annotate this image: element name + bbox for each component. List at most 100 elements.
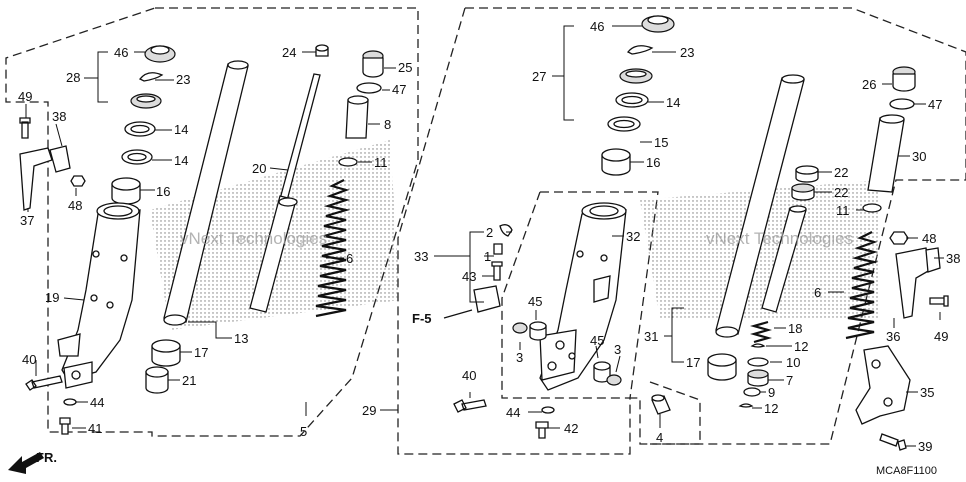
svg-text:37: 37 (20, 213, 34, 228)
spring-6-right (845, 231, 879, 340)
svg-text:25: 25 (398, 60, 412, 75)
watermark-right: vNext Technologies (706, 229, 853, 248)
o-ring-47-left (356, 82, 382, 94)
svg-text:35: 35 (920, 385, 934, 400)
svg-text:7: 7 (786, 373, 793, 388)
spring-6-left (315, 179, 351, 318)
nut-48-left (70, 175, 86, 187)
cap-bolt-25-left (362, 50, 384, 78)
svg-text:16: 16 (646, 155, 660, 170)
svg-text:38: 38 (52, 109, 66, 124)
inner-damper-boundary (501, 191, 659, 399)
bolt-49-left (19, 117, 31, 139)
svg-text:36: 36 (886, 329, 900, 344)
collar-22a-right (795, 165, 819, 183)
svg-text:40: 40 (22, 352, 36, 367)
bleeder-1-center (493, 243, 503, 255)
svg-text:26: 26 (862, 77, 876, 92)
nut-48-right (889, 231, 909, 245)
front-direction-arrow (8, 452, 44, 474)
svg-text:6: 6 (346, 251, 353, 266)
spacer-30-right (867, 114, 905, 193)
svg-text:46: 46 (114, 45, 128, 60)
svg-text:F-5: F-5 (412, 311, 432, 326)
seal-3b (606, 374, 622, 386)
part-7-right (747, 369, 769, 387)
seal-28-left (130, 93, 162, 109)
bolt-39-right (879, 433, 907, 451)
cap-2-center (499, 224, 513, 237)
svg-text:46: 46 (590, 19, 604, 34)
washer-9-right (743, 387, 761, 397)
svg-text:49: 49 (934, 329, 948, 344)
callouts-left: 46 23 28 14 14 16 49 38 37 48 19 40 44 4… (18, 45, 412, 465)
washer-11-right (862, 203, 882, 213)
collar-4-bottom (651, 394, 671, 415)
watermark-left: vNext Technologies (180, 229, 327, 248)
pointer-f5 (443, 309, 473, 319)
svg-text:16: 16 (156, 184, 170, 199)
svg-text:30: 30 (912, 149, 926, 164)
bracket-35-right (855, 345, 911, 425)
svg-text:44: 44 (506, 405, 520, 420)
svg-text:45: 45 (528, 294, 542, 309)
clip-23-left (138, 72, 164, 82)
fork-tube-13-left (163, 60, 249, 326)
svg-text:3: 3 (614, 342, 621, 357)
svg-text:39: 39 (918, 439, 932, 454)
bolt-49-right (929, 295, 949, 307)
svg-text:19: 19 (45, 290, 59, 305)
bushing-17-right (707, 353, 737, 381)
bolt-40-left (25, 375, 63, 391)
fork-slider-19-left (57, 202, 141, 389)
svg-text:11: 11 (374, 155, 388, 170)
damper-rod-20-left (249, 73, 321, 313)
callouts-center: 2 33 1 43 45 3 45 3 32 40 44 42 29 F-5 (362, 225, 640, 436)
svg-text:14: 14 (174, 153, 188, 168)
svg-text:1: 1 (484, 249, 491, 264)
svg-text:41: 41 (88, 421, 102, 436)
diagram-code: MCA8F1100 (876, 465, 937, 477)
svg-text:8: 8 (384, 117, 391, 132)
svg-text:29: 29 (362, 403, 376, 418)
oil-seal-46-left (144, 45, 176, 63)
svg-text:45: 45 (590, 333, 604, 348)
seal-27-right (619, 68, 653, 84)
nut-24-left (315, 44, 329, 57)
svg-text:14: 14 (174, 122, 188, 137)
svg-text:5: 5 (300, 424, 307, 439)
bolt-43-center (491, 261, 503, 281)
svg-text:48: 48 (922, 231, 936, 246)
svg-text:43: 43 (462, 269, 476, 284)
piston-45a (529, 321, 547, 341)
brake-hose-bracket-38-left (19, 145, 71, 211)
washer-44-left (63, 398, 77, 406)
svg-text:47: 47 (392, 82, 406, 97)
clip-12a-right (750, 343, 766, 348)
damper-assembly-right (761, 205, 807, 313)
svg-text:21: 21 (182, 373, 196, 388)
center-assembly-boundary (397, 7, 966, 455)
svg-text:22: 22 (834, 185, 848, 200)
svg-text:3: 3 (516, 350, 523, 365)
callouts-right: 46 23 27 14 15 16 26 47 30 22 22 11 48 3… (532, 19, 960, 454)
brake-hose-bracket-38-right (895, 247, 941, 319)
svg-text:31: 31 (644, 329, 658, 344)
washer-14-right (615, 92, 649, 108)
svg-text:27: 27 (532, 69, 546, 84)
washer-15-right (607, 116, 641, 132)
svg-text:17: 17 (194, 345, 208, 360)
svg-text:17: 17 (686, 355, 700, 370)
bushing-16-right (601, 148, 631, 176)
svg-text:6: 6 (814, 285, 821, 300)
svg-text:FR.: FR. (36, 450, 57, 465)
washer-44-center (541, 406, 555, 414)
seal-3a (512, 322, 528, 334)
leader-lines (25, 25, 944, 447)
spacer-8-left (345, 95, 369, 139)
svg-text:44: 44 (90, 395, 104, 410)
bolt-41-left (59, 417, 71, 435)
svg-text:14: 14 (666, 95, 680, 110)
svg-text:22: 22 (834, 165, 848, 180)
svg-text:2: 2 (486, 225, 493, 240)
